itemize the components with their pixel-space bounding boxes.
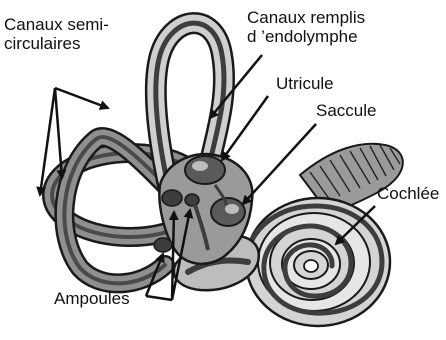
label-saccule: Saccule [316,101,376,120]
ampulla-2 [154,238,172,252]
label-ampoules: Ampoules [54,289,130,308]
label-canaux-semi-line1: Canaux semi- [4,15,109,34]
cochlea [245,198,390,326]
label-cochlee: Cochlée [377,184,439,203]
label-utricule: Utricule [276,74,334,93]
label-canaux-remplis-line2: d ’endolymphe [247,27,365,46]
label-canaux-remplis-line1: Canaux remplis [247,8,365,27]
label-canaux-remplis: Canaux remplis d ’endolymphe [247,8,365,46]
arrow-saccule [243,124,316,204]
arrow-canaux-semi-1 [55,88,108,108]
ampulla-1 [162,190,182,206]
ampulla-3 [185,194,199,206]
utricle [185,156,225,184]
label-canaux-semi-line2: circulaires [4,34,109,53]
label-canaux-semi-circulaires: Canaux semi- circulaires [4,15,109,53]
